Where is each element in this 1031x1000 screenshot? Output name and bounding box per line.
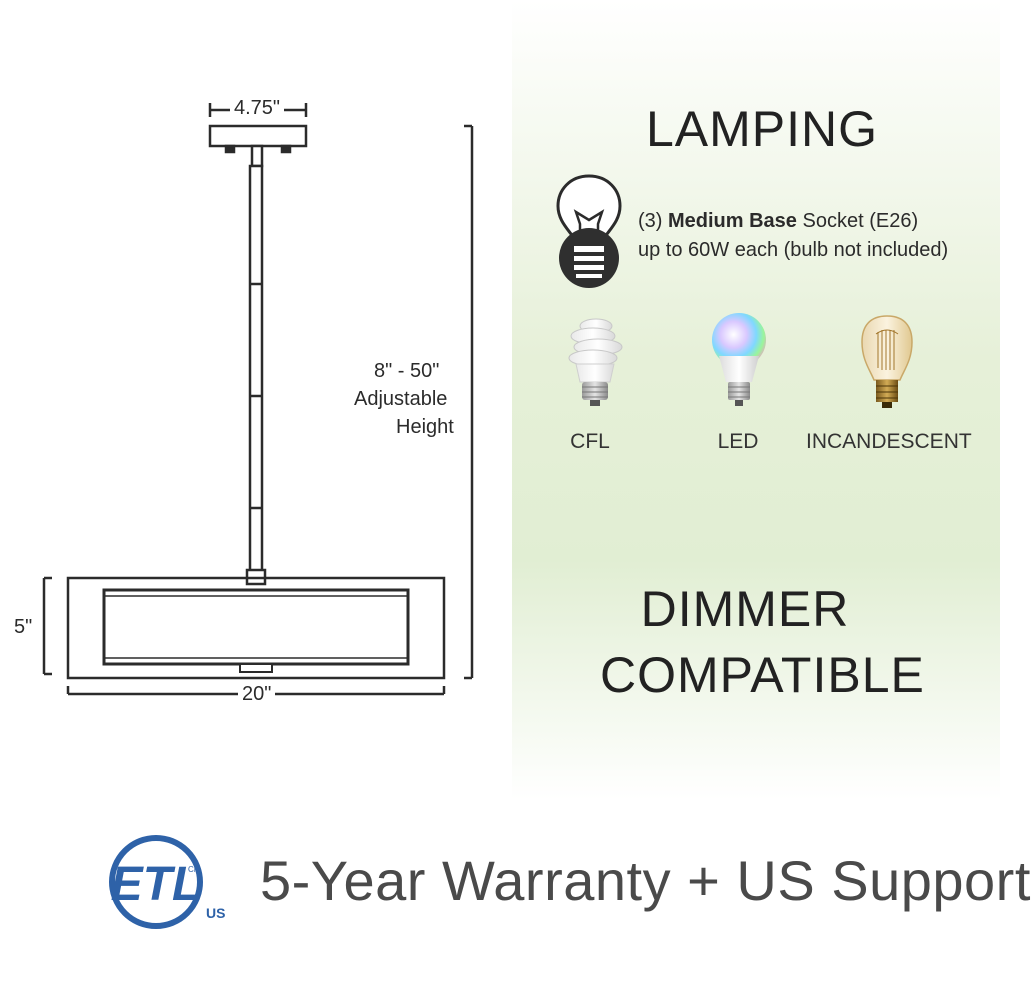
led-bulb-icon <box>712 313 766 406</box>
etl-logo-text: ETL <box>111 858 202 911</box>
bulb-label-led: LED <box>717 430 759 453</box>
cfl-bulb-icon <box>568 318 623 406</box>
dimmer-line1: DIMMER <box>640 581 850 637</box>
wattage-line: up to 60W each (bulb not included) <box>638 239 949 261</box>
adjustable-height-range: 8" - 50" <box>374 360 440 382</box>
etl-mark-us: US <box>206 905 225 921</box>
adjustable-height-line2: Height <box>396 416 454 438</box>
etl-logo: ETL CM US <box>109 835 225 929</box>
bulb-label-incandescent: INCANDESCENT <box>806 430 972 453</box>
warranty-text: 5-Year Warranty + US Support <box>260 849 1031 912</box>
socket-prefix: (3) <box>638 210 668 232</box>
canopy-width-label: 4.75" <box>230 97 285 120</box>
socket-bold: Medium Base <box>668 210 797 232</box>
shade-width-label: 20" <box>238 683 276 706</box>
height-bracket <box>464 124 474 680</box>
shade <box>66 576 446 680</box>
down-rod <box>245 164 267 586</box>
lamping-title: LAMPING <box>646 101 879 157</box>
adjustable-height-line1: Adjustable <box>354 388 448 410</box>
shade-height-bracket <box>42 576 52 676</box>
lightbulb-icon <box>556 174 622 288</box>
bulb-label-cfl: CFL <box>570 430 610 453</box>
shade-height-label: 5" <box>14 616 33 639</box>
dimmer-line2: COMPATIBLE <box>600 647 925 703</box>
socket-line: (3) Medium Base Socket (E26) <box>638 210 918 233</box>
etl-mark-cm: CM <box>188 865 201 874</box>
socket-suffix: Socket (E26) <box>796 210 919 232</box>
incandescent-bulb-icon <box>861 315 913 408</box>
canopy <box>208 124 308 168</box>
fixture-drawing <box>42 103 474 696</box>
